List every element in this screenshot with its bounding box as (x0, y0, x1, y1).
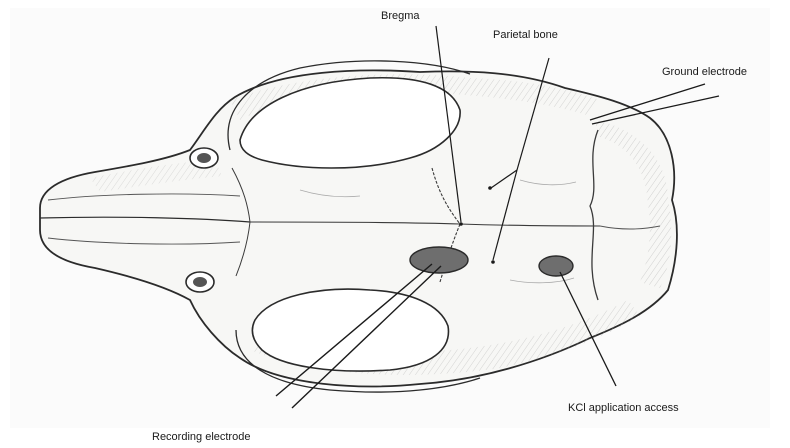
label-kcl-access: KCl application access (568, 402, 679, 415)
lower-orbit-opening (252, 289, 448, 371)
lower-auditory-canal (186, 272, 214, 292)
label-recording-electrode: Recording electrode (152, 431, 250, 444)
upper-auditory-canal (190, 148, 218, 168)
label-parietal-bone: Parietal bone (493, 29, 558, 42)
label-bregma: Bregma (381, 10, 420, 23)
recording-electrode-site (410, 247, 468, 273)
kcl-access-site (539, 256, 573, 276)
label-ground-electrode: Ground electrode (662, 66, 747, 79)
bregma-point (459, 222, 463, 226)
parietal-point-lower (491, 260, 495, 264)
